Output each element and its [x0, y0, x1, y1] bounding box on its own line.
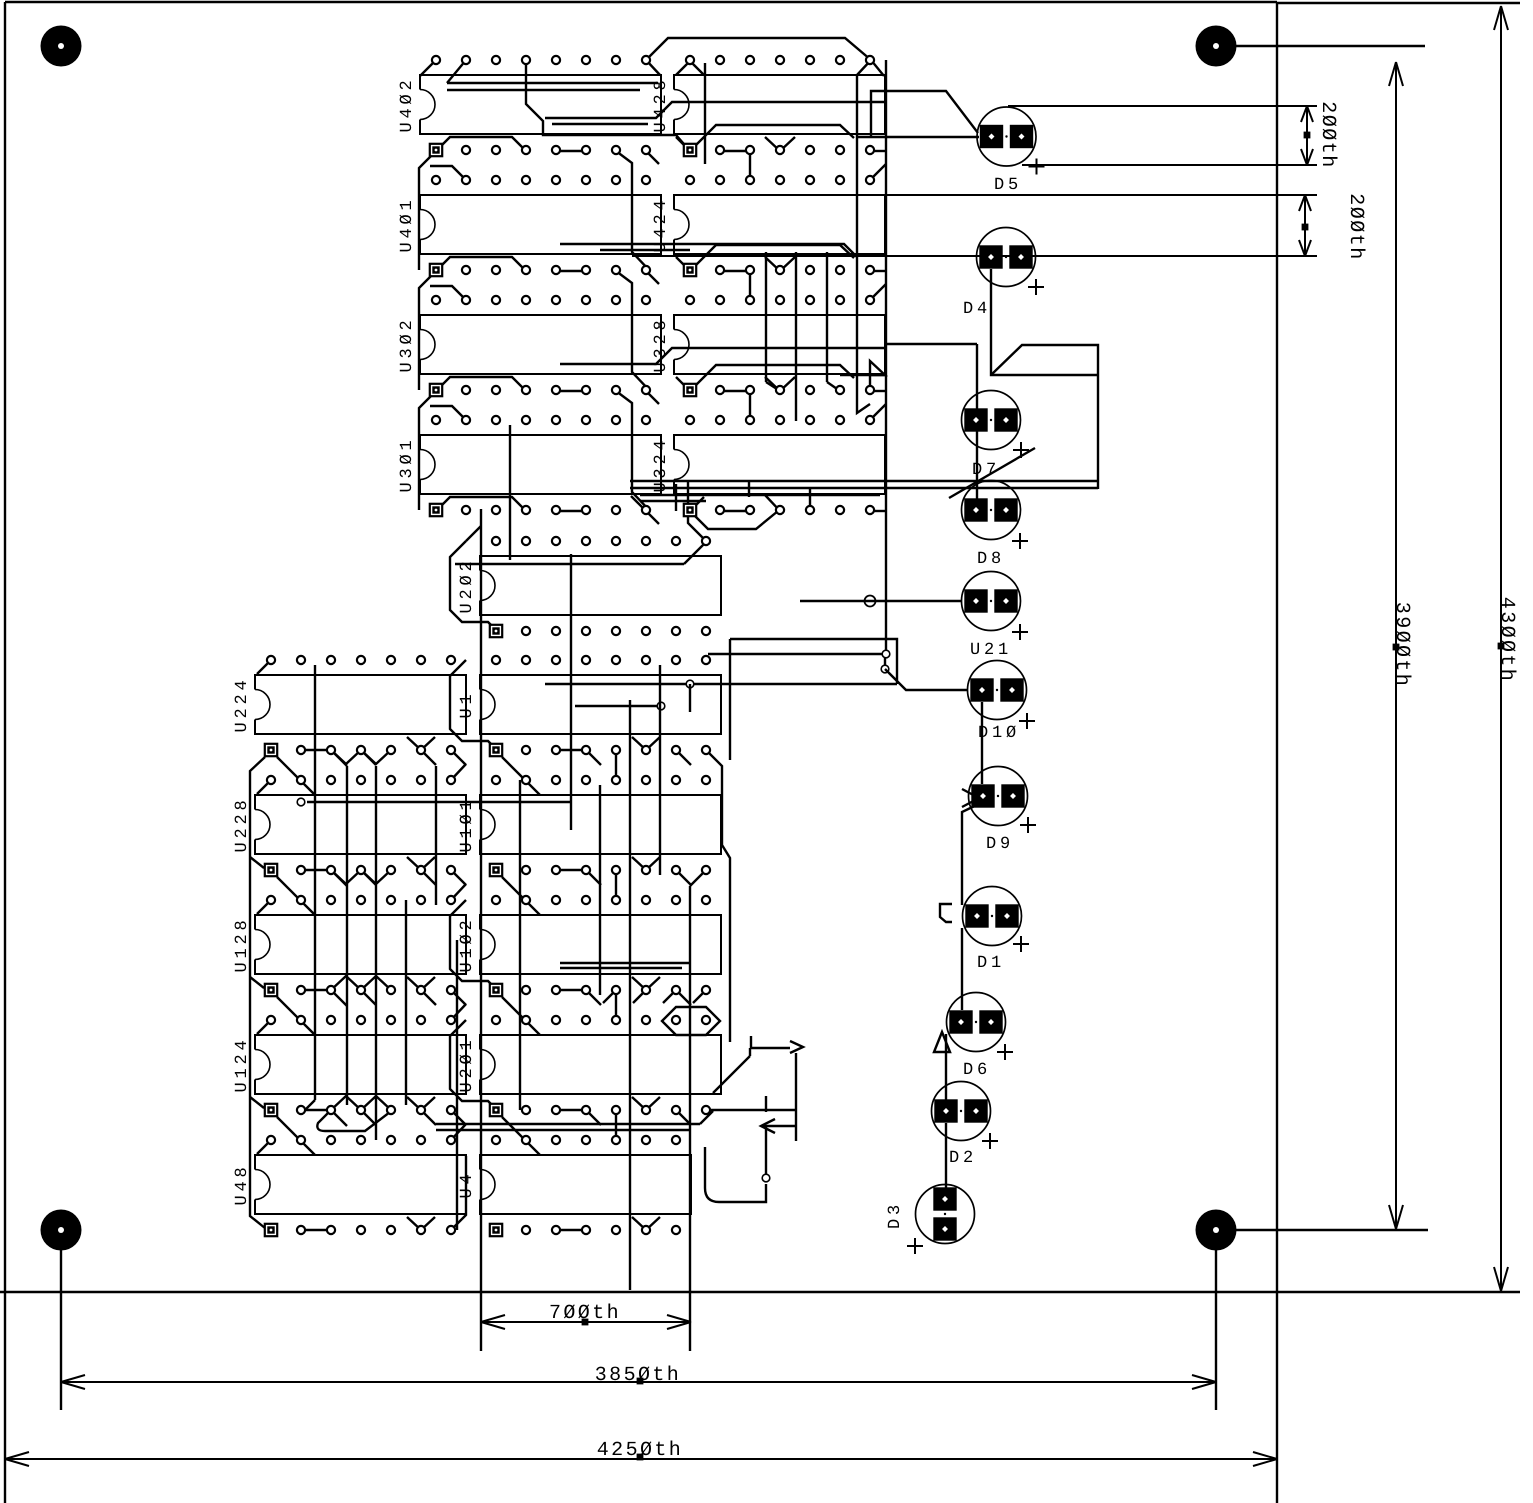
svg-text:U424: U424 — [652, 196, 671, 252]
svg-text:U3Ø2: U3Ø2 — [398, 316, 417, 372]
svg-text:43ØØth: 43ØØth — [1495, 597, 1518, 683]
svg-text:U2Ø1: U2Ø1 — [458, 1036, 477, 1092]
svg-text:2ØØth: 2ØØth — [1344, 193, 1367, 261]
svg-text:D1Ø: D1Ø — [978, 724, 1020, 743]
svg-text:U2Ø2: U2Ø2 — [458, 557, 477, 613]
svg-text:D4: D4 — [963, 300, 991, 319]
svg-text:7ØØth: 7ØØth — [549, 1302, 621, 1325]
svg-text:D2: D2 — [949, 1149, 977, 1168]
svg-text:425Øth: 425Øth — [597, 1439, 683, 1462]
svg-text:U1Ø1: U1Ø1 — [458, 796, 477, 852]
svg-text:U4: U4 — [458, 1170, 477, 1198]
svg-text:U3Ø1: U3Ø1 — [398, 436, 417, 492]
svg-text:U48: U48 — [233, 1163, 252, 1205]
svg-text:U4Ø1: U4Ø1 — [398, 196, 417, 252]
svg-text:385Øth: 385Øth — [595, 1364, 681, 1387]
svg-text:D9: D9 — [986, 835, 1014, 854]
svg-text:U224: U224 — [233, 676, 252, 732]
svg-text:U428: U428 — [652, 76, 671, 132]
svg-text:D1: D1 — [977, 954, 1005, 973]
svg-text:U21: U21 — [970, 641, 1012, 660]
svg-text:2ØØth: 2ØØth — [1316, 101, 1339, 169]
svg-text:D5: D5 — [994, 176, 1022, 195]
svg-text:D3: D3 — [886, 1201, 905, 1229]
svg-text:U1: U1 — [458, 690, 477, 718]
svg-text:D7: D7 — [972, 461, 1000, 480]
svg-text:U328: U328 — [652, 316, 671, 372]
svg-text:U124: U124 — [233, 1036, 252, 1092]
svg-text:U128: U128 — [233, 916, 252, 972]
svg-text:U324: U324 — [652, 436, 671, 492]
svg-text:D8: D8 — [977, 550, 1005, 569]
svg-text:39ØØth: 39ØØth — [1390, 602, 1413, 688]
svg-text:U4Ø2: U4Ø2 — [398, 76, 417, 132]
svg-text:D6: D6 — [963, 1061, 991, 1080]
svg-text:U1Ø2: U1Ø2 — [458, 916, 477, 972]
svg-text:U228: U228 — [233, 796, 252, 852]
